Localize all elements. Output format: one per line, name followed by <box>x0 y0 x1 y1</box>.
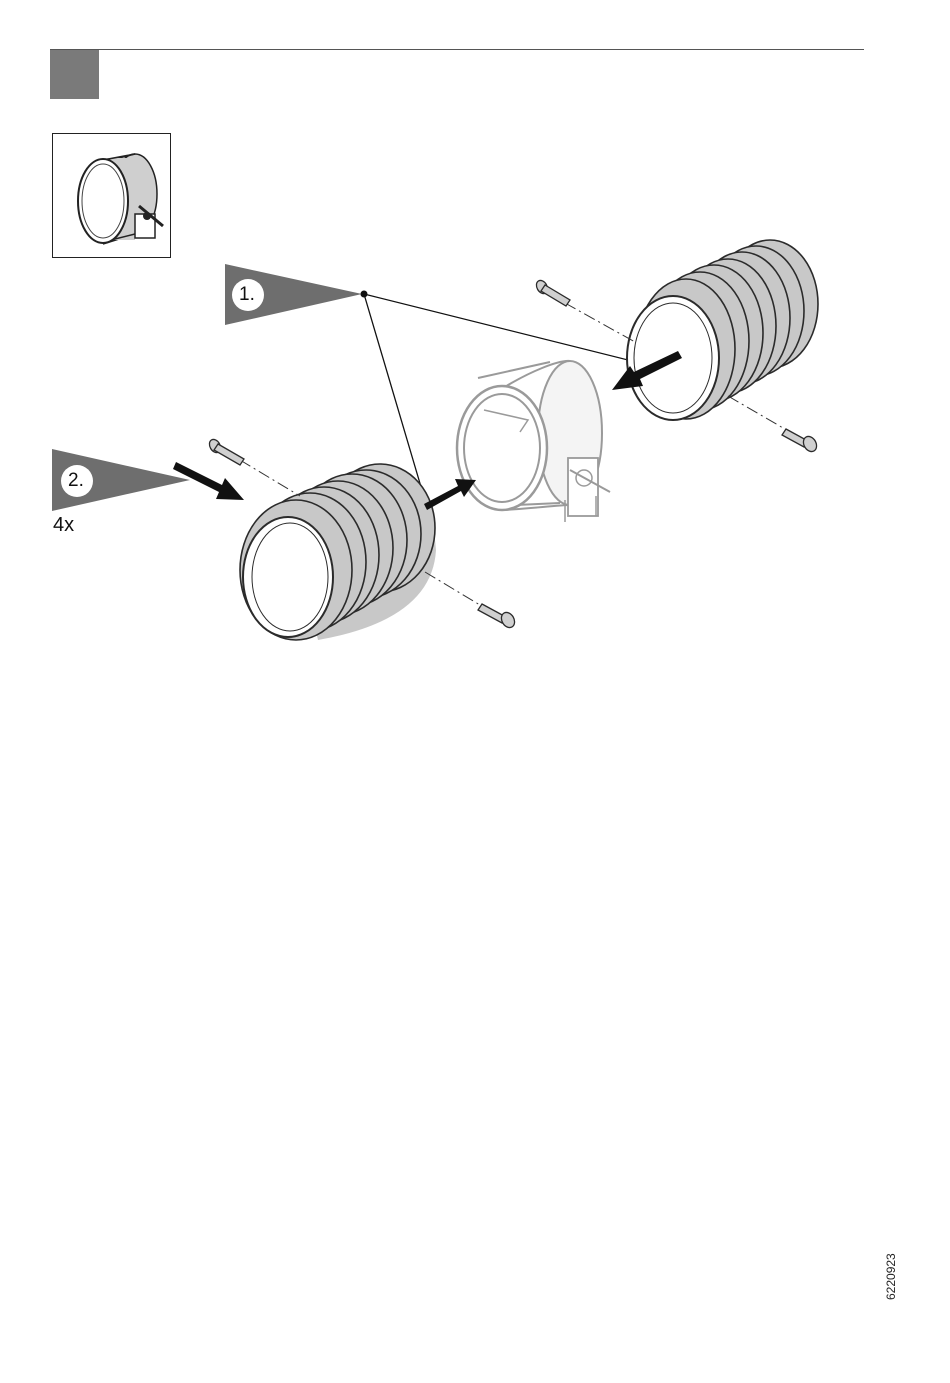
left-flexible-duct <box>240 464 436 640</box>
damper-unit <box>457 361 610 522</box>
right-flexible-duct <box>627 240 818 420</box>
step-1-label: 1. <box>239 284 255 306</box>
document-number: 6220923 <box>884 1253 898 1300</box>
assembly-illustration <box>0 0 950 700</box>
screw-quantity: 4x <box>53 514 74 537</box>
arrow-icon <box>173 351 682 510</box>
step-2-label: 2. <box>68 470 84 492</box>
leader-line-right <box>364 294 640 363</box>
